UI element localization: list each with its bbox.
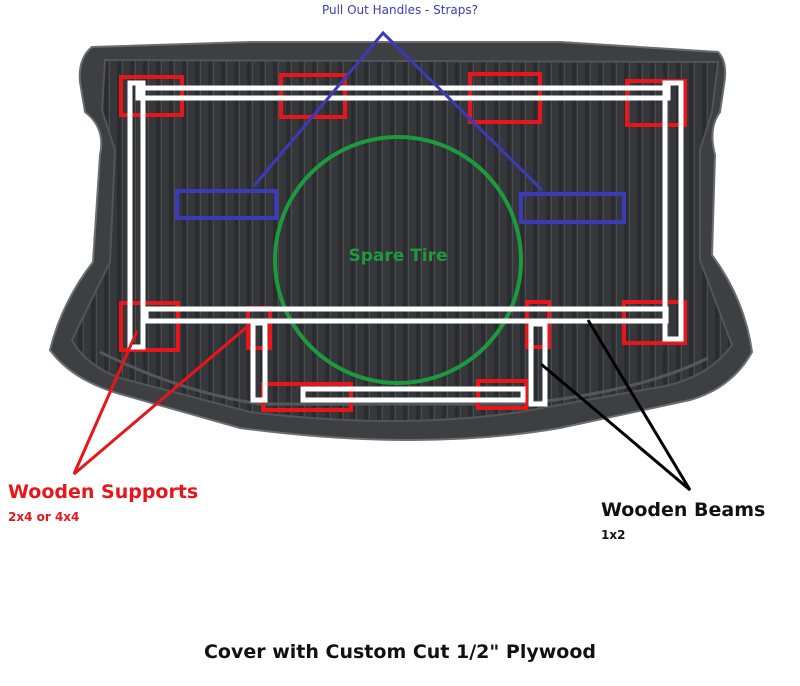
- handles-label: Pull Out Handles - Straps?: [321, 3, 479, 17]
- supports-size-label: 2x4 or 4x4: [8, 510, 80, 524]
- support-block: [119, 301, 180, 352]
- tray-front-lip: [99, 350, 709, 406]
- support-block: [476, 379, 528, 410]
- wooden-beams: [127, 80, 684, 407]
- beam: [127, 80, 146, 350]
- strap-handle: [175, 189, 278, 220]
- supports-label: Wooden Supports: [8, 481, 199, 503]
- handles-pointer: [252, 30, 544, 192]
- beam: [250, 320, 268, 403]
- handle-straps: [175, 30, 626, 224]
- support-block: [525, 300, 551, 349]
- tray-inner: [70, 58, 734, 422]
- beam: [143, 306, 669, 324]
- supports-pointer: [72, 324, 249, 476]
- beams-label: Wooden Beams: [601, 499, 766, 521]
- beams-pointer: [540, 319, 692, 492]
- spare-tire-label: Spare Tire: [348, 246, 448, 266]
- support-block: [625, 79, 687, 127]
- cargo-tray: [48, 41, 754, 441]
- beam: [135, 85, 671, 101]
- strap-handle: [519, 192, 626, 224]
- caption: Cover with Custom Cut 1/2" Plywood: [203, 641, 596, 663]
- beam: [300, 386, 526, 403]
- spare-tire-circle: [273, 135, 523, 385]
- beams-size-label: 1x2: [601, 528, 626, 542]
- beam: [528, 321, 548, 407]
- beam: [662, 80, 684, 342]
